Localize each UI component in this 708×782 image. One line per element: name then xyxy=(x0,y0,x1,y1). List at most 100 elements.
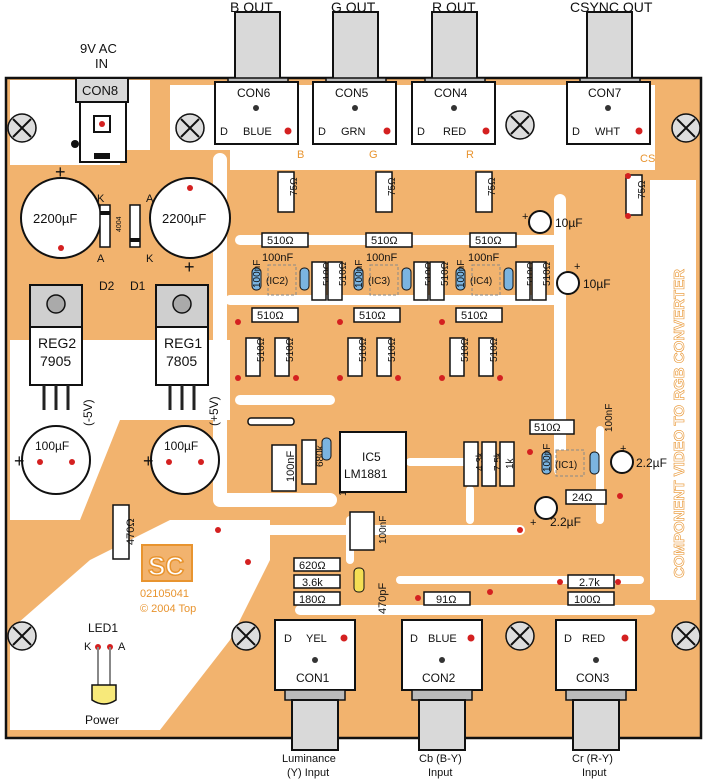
svg-text:+: + xyxy=(530,517,536,529)
output-connector-con5: G OUT CON5 GRN D xyxy=(312,0,397,145)
resistor-value: 680k xyxy=(315,444,326,467)
svg-text:+: + xyxy=(574,261,580,273)
con3-label-1: Cr (R-Y) xyxy=(572,753,613,765)
diode-a-label: A xyxy=(146,193,154,205)
cap-value: 100nF xyxy=(456,260,467,288)
resistor-value: 510Ω xyxy=(257,310,284,322)
cap-value: 10µF xyxy=(583,277,611,291)
resistor-value: 510Ω xyxy=(534,422,561,434)
resistor-value: 510Ω xyxy=(359,310,386,322)
resistor-value: 75Ω xyxy=(387,177,398,196)
cap-value: 2200µF xyxy=(33,211,77,226)
screw-icon xyxy=(7,621,37,651)
resistor-75-b: 75Ω xyxy=(277,171,300,213)
screw-icon xyxy=(505,621,535,651)
con4-color-label: RED xyxy=(443,126,466,138)
ic-label: (IC2) xyxy=(266,276,288,287)
channel-g-label: G xyxy=(369,149,378,161)
con3-label-2: Input xyxy=(582,767,606,779)
con4-top-label: R OUT xyxy=(432,0,476,15)
cap-value: 100nF xyxy=(366,252,397,264)
resistor-value: 510Ω xyxy=(358,337,369,362)
resistor-value: 620Ω xyxy=(299,560,326,572)
pad xyxy=(635,127,643,135)
input-connector-con2: D BLUE CON2 Cb (B-Y) Input xyxy=(401,619,483,779)
resistor-value: 24Ω xyxy=(572,492,592,504)
con1-label-1: Luminance xyxy=(282,753,336,765)
diode-k-label: K xyxy=(146,253,154,265)
screw-icon xyxy=(231,621,261,651)
svg-text:+: + xyxy=(522,211,528,223)
ic5-part: LM1881 xyxy=(344,467,388,481)
resistor-value: 510Ω xyxy=(475,235,502,247)
pin-d-label: D xyxy=(220,126,228,138)
resistor-value: 510Ω xyxy=(371,235,398,247)
led-caption: Power xyxy=(85,713,119,727)
luma-resistor-stack: 620Ω 3.6k 180Ω 470pF xyxy=(293,557,389,614)
led-a-label: A xyxy=(118,641,126,653)
pad xyxy=(284,127,292,135)
cap-value: 100µF xyxy=(35,439,69,453)
cap-value: 100nF xyxy=(285,451,297,482)
con7-id: CON7 xyxy=(588,86,622,100)
cap-value: 100nF xyxy=(354,260,365,288)
pad xyxy=(605,105,611,111)
resistor-value: 91Ω xyxy=(436,594,456,606)
pad xyxy=(383,127,391,135)
cr-resistor-stack: 2.7k 100Ω xyxy=(567,574,615,606)
svg-text:+: + xyxy=(184,257,195,277)
con1-color-label: YEL xyxy=(306,633,327,645)
pin-d-label: D xyxy=(284,633,292,645)
output-connector-con7: CSYNC OUT CON7 WHT D xyxy=(566,0,653,145)
pin-d-label: D xyxy=(417,126,425,138)
pin-d-label: D xyxy=(410,633,418,645)
diode-d2-label: D2 xyxy=(99,279,115,293)
channel-block-ic2: 510Ω 100nF (IC2) 100nF 510Ω 510Ω 510Ω 51… xyxy=(245,232,349,377)
con2-id: CON2 xyxy=(422,671,456,685)
con1-label-2: (Y) Input xyxy=(287,767,329,779)
diode-d1: A K D1 xyxy=(129,193,154,293)
resistor-75-r: 75Ω xyxy=(475,171,498,213)
cap-value: 100µF xyxy=(164,439,198,453)
resistor-75-g: 75Ω xyxy=(375,171,398,213)
cap-value: 470pF xyxy=(377,583,389,614)
con7-top-label: CSYNC OUT xyxy=(570,0,653,15)
ic-label: (IC4) xyxy=(470,276,492,287)
resistor-value: 470Ω xyxy=(125,518,137,545)
con6-color-label: BLUE xyxy=(243,126,272,138)
resistor-value: 3.6k xyxy=(302,577,323,589)
con6-id: CON6 xyxy=(237,86,271,100)
resistor-value: 510Ω xyxy=(267,235,294,247)
channel-b-label: B xyxy=(297,149,304,161)
cap-value: 2.2µF xyxy=(550,515,581,529)
resistor-value: 7.5k xyxy=(493,451,504,471)
reg1-part: 7805 xyxy=(166,353,197,369)
electrolytic-10uf-top: + 10µF xyxy=(522,210,583,234)
resistor-value: 510Ω xyxy=(387,337,398,362)
resistor-value: 75Ω xyxy=(487,177,498,196)
pad xyxy=(253,105,259,111)
logo-text: SC xyxy=(148,551,184,581)
output-connector-con6: B OUT CON6 BLUE D xyxy=(214,0,299,145)
cap-value: 100nF xyxy=(604,404,615,432)
power-in-line2: IN xyxy=(95,56,108,71)
resistor-75-cs: 75Ω xyxy=(625,174,648,216)
cap-value: 100nF xyxy=(262,252,293,264)
channel-cs-label: CS xyxy=(640,153,655,165)
svg-text:+: + xyxy=(14,451,25,471)
led1: LED1 K A Power xyxy=(84,621,126,727)
con4-id: CON4 xyxy=(434,86,468,100)
con3-color-label: RED xyxy=(582,633,605,645)
led-k-label: K xyxy=(84,641,92,653)
channel-block-ic3: 510Ω 100nF (IC3) 100nF 510Ω 510Ω 510Ω 51… xyxy=(347,232,451,377)
svg-text:+: + xyxy=(55,162,66,182)
cap-value: 10µF xyxy=(555,216,583,230)
con5-color-label: GRN xyxy=(341,126,366,138)
pin-d-label: D xyxy=(318,126,326,138)
led-id: LED1 xyxy=(88,621,118,635)
resistor-value: 510Ω xyxy=(338,261,349,286)
con5-top-label: G OUT xyxy=(331,0,376,15)
sc-logo: SC 02105041 © 2004 Top xyxy=(140,544,196,615)
regulator-reg1: REG1 7805 (+5V) xyxy=(155,284,221,426)
